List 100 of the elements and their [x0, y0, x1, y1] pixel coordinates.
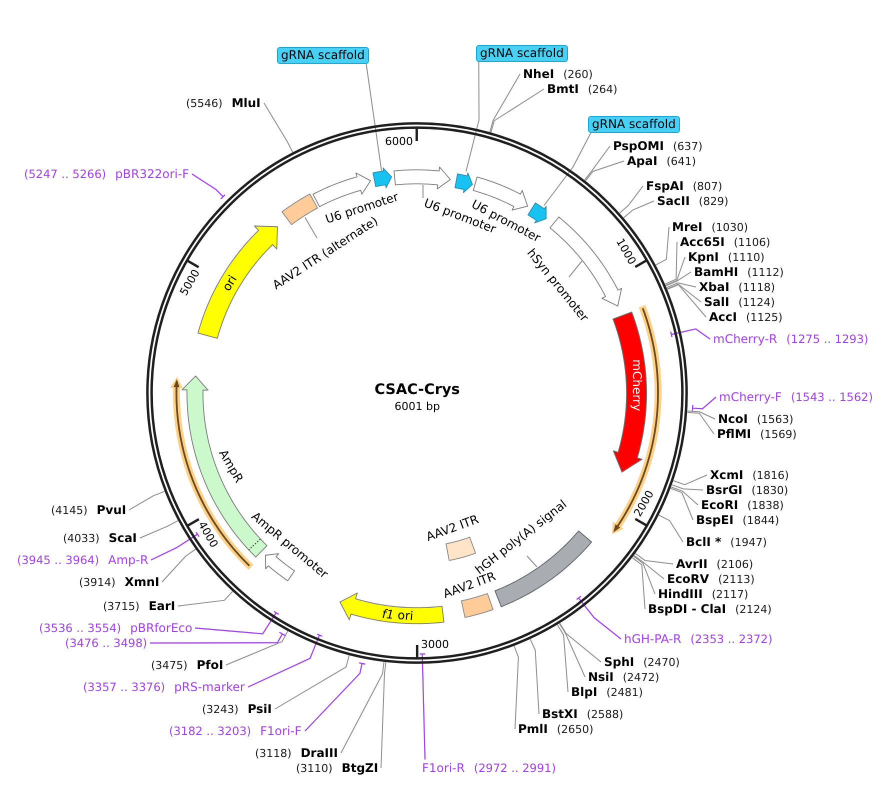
scale-label: 3000: [420, 638, 449, 652]
plasmid-name: CSAC-Crys: [374, 382, 460, 399]
cut-position: (2124): [735, 602, 772, 616]
enzyme-name: DraIII: [300, 746, 338, 760]
enzyme-name: NcoI: [718, 412, 748, 426]
cut-position: (260): [563, 66, 593, 82]
leader-line: [585, 160, 624, 182]
primer-binding-range: (1275 .. 1293): [786, 332, 868, 346]
cut-position: (1569): [760, 426, 797, 442]
primer-name: mCherry-R: [713, 332, 778, 346]
enzyme-name: MreI: [672, 220, 702, 234]
leader-line: [194, 610, 279, 634]
thin-arc-line: [612, 305, 662, 535]
cut-position: (3475): [151, 658, 188, 672]
cut-position: (807): [692, 178, 722, 194]
leader-line: [665, 272, 692, 286]
pointed-feature-block: [454, 172, 472, 192]
leader-line: [366, 64, 382, 171]
enzyme-name: PsiI: [248, 702, 272, 716]
cut-position: (1030): [711, 220, 748, 234]
enzyme-name: BspDI - ClaI: [648, 602, 726, 616]
primer-binding-range: (2353 .. 2372): [690, 632, 772, 646]
leader-line: [632, 556, 656, 594]
cut-position: (829): [698, 194, 728, 208]
enzyme-name: XmnI: [124, 574, 160, 590]
leader-line: [670, 486, 698, 506]
leader-line: [150, 532, 200, 561]
leader-line: [150, 632, 286, 644]
cut-position: (1563): [756, 412, 794, 426]
enzyme-name: MluI: [232, 96, 261, 110]
leader-line: [526, 556, 538, 568]
cut-position: (3715): [103, 598, 140, 614]
leader-line: [670, 488, 694, 520]
cut-position: (637): [672, 138, 703, 154]
cut-position: (2481): [606, 684, 643, 700]
leader-line: [568, 260, 582, 278]
feature-label: mCherry: [630, 358, 644, 411]
leader-line: [489, 74, 520, 132]
enzyme-name: XbaI: [699, 280, 730, 294]
enzyme-name: PvuI: [96, 502, 126, 518]
leader-line: [666, 284, 702, 302]
primer-name: Amp-R: [108, 552, 148, 568]
leader-line: [634, 552, 674, 564]
feature-label: f1 ori: [382, 607, 414, 624]
enzyme-name: Acc65I: [680, 234, 725, 250]
enzyme-name: NsiI: [588, 670, 614, 684]
cut-position: (2650): [556, 722, 594, 736]
leader-line: [304, 662, 366, 732]
cut-position: (2113): [718, 572, 755, 586]
cut-position: (3914): [79, 574, 116, 590]
leader-line: [584, 146, 610, 181]
feature-tag: gRNA scaffold: [277, 47, 369, 64]
feature-tag: gRNA scaffold: [588, 116, 680, 133]
enzyme-name: XcmI: [710, 468, 744, 482]
enzyme-name: FspAI: [646, 178, 684, 194]
enzyme-name: BlpI: [571, 684, 598, 700]
leader-line: [274, 654, 350, 710]
enzyme-name: EarI: [148, 598, 176, 614]
cut-position: (2588): [586, 706, 624, 722]
primer-name: F1ori-R: [422, 760, 465, 776]
cut-position: (1816): [752, 468, 789, 482]
cut-position: (1830): [752, 482, 788, 498]
primer-name: hGH-PA-R: [624, 632, 682, 646]
feature-tag: gRNA scaffold: [476, 45, 568, 62]
leader-line: [666, 282, 696, 288]
scale-label: 6000: [385, 134, 414, 148]
leader-line: [670, 328, 710, 340]
enzyme-name: SalI: [704, 294, 730, 310]
cut-position: (1124): [738, 294, 775, 310]
leader-line: [655, 226, 670, 266]
leader-line: [226, 630, 288, 666]
primer-name: pRS-marker: [174, 680, 245, 694]
enzyme-name: KpnI: [688, 250, 719, 264]
pointed-feature-block: [373, 168, 392, 188]
leader-line: [422, 184, 424, 198]
cut-position: (264): [588, 82, 618, 96]
enzyme-name: PfoI: [196, 658, 224, 672]
enzyme-name: PspOMI: [613, 138, 664, 154]
primer-binding-range: (3476 .. 3498): [65, 636, 148, 650]
leader-line: [623, 200, 654, 218]
leader-line: [178, 591, 234, 606]
cut-position: (3243): [202, 702, 239, 716]
primer-binding-range: (3357 .. 3376): [83, 680, 166, 694]
cut-position: (1947): [730, 534, 767, 550]
leader-line: [665, 256, 686, 286]
cut-position: (1125): [746, 310, 783, 324]
primer-name: mCherry-F: [719, 390, 782, 404]
enzyme-name: BspEI: [696, 512, 734, 528]
cut-position: (3118): [255, 746, 292, 760]
cut-position: (1838): [747, 498, 784, 512]
leader-line: [420, 653, 426, 760]
cut-position: (2472): [622, 670, 660, 684]
enzyme-name: EcoRI: [701, 498, 738, 512]
cut-position: (1110): [728, 250, 764, 264]
primer-binding-range: (3536 .. 3554): [39, 620, 122, 636]
enzyme-name: AvrII: [676, 556, 708, 572]
leader-line: [666, 284, 706, 318]
leader-line: [671, 484, 704, 490]
cut-position: (5546): [186, 96, 223, 110]
enzyme-name: PflMI: [717, 426, 752, 442]
